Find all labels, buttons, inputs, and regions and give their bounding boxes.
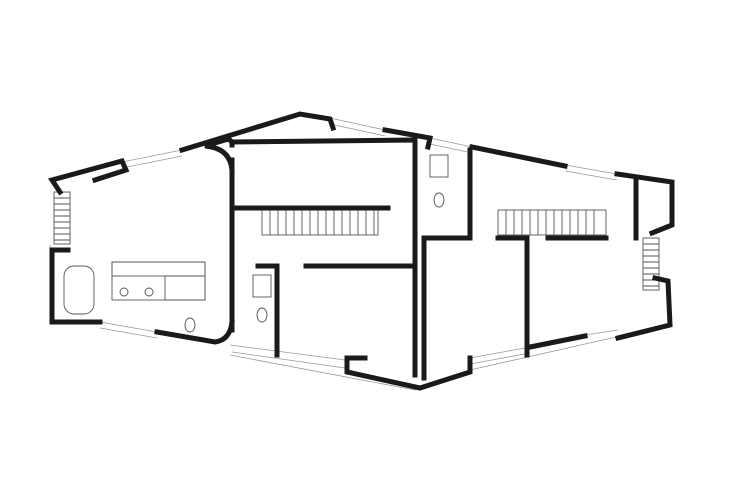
kitchen-island [111, 261, 206, 301]
exterior-stair-left [53, 191, 71, 245]
bath-fixtures [63, 154, 449, 333]
walls [47, 111, 675, 391]
exterior-stair-right [642, 237, 660, 291]
interior-stair-1 [261, 209, 379, 236]
interior-stair-2 [497, 209, 607, 236]
